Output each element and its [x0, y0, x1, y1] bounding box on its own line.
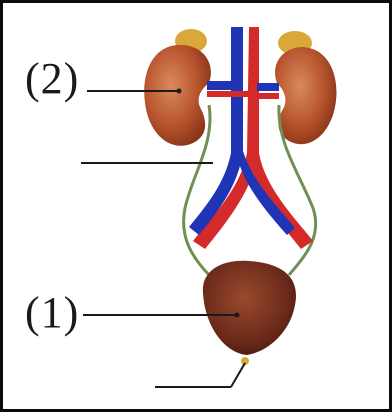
bladder — [203, 261, 296, 355]
right-renal-artery — [257, 93, 279, 99]
kidney-label-group: (2) (2) — [25, 57, 79, 101]
left-kidney — [144, 45, 211, 146]
right-renal-vessels — [257, 83, 279, 91]
kidney-pointer-dot — [177, 89, 182, 94]
left-renal-vessels — [207, 81, 233, 90]
urethra-pointer-diagonal — [231, 363, 245, 387]
kidney-label: (2) — [25, 54, 79, 103]
left-renal-artery — [207, 91, 251, 97]
bladder-label-group: (1) (1) — [25, 291, 79, 335]
bladder-pointer-dot — [235, 313, 240, 318]
bladder-label: (1) — [25, 288, 79, 337]
right-kidney — [275, 47, 336, 144]
